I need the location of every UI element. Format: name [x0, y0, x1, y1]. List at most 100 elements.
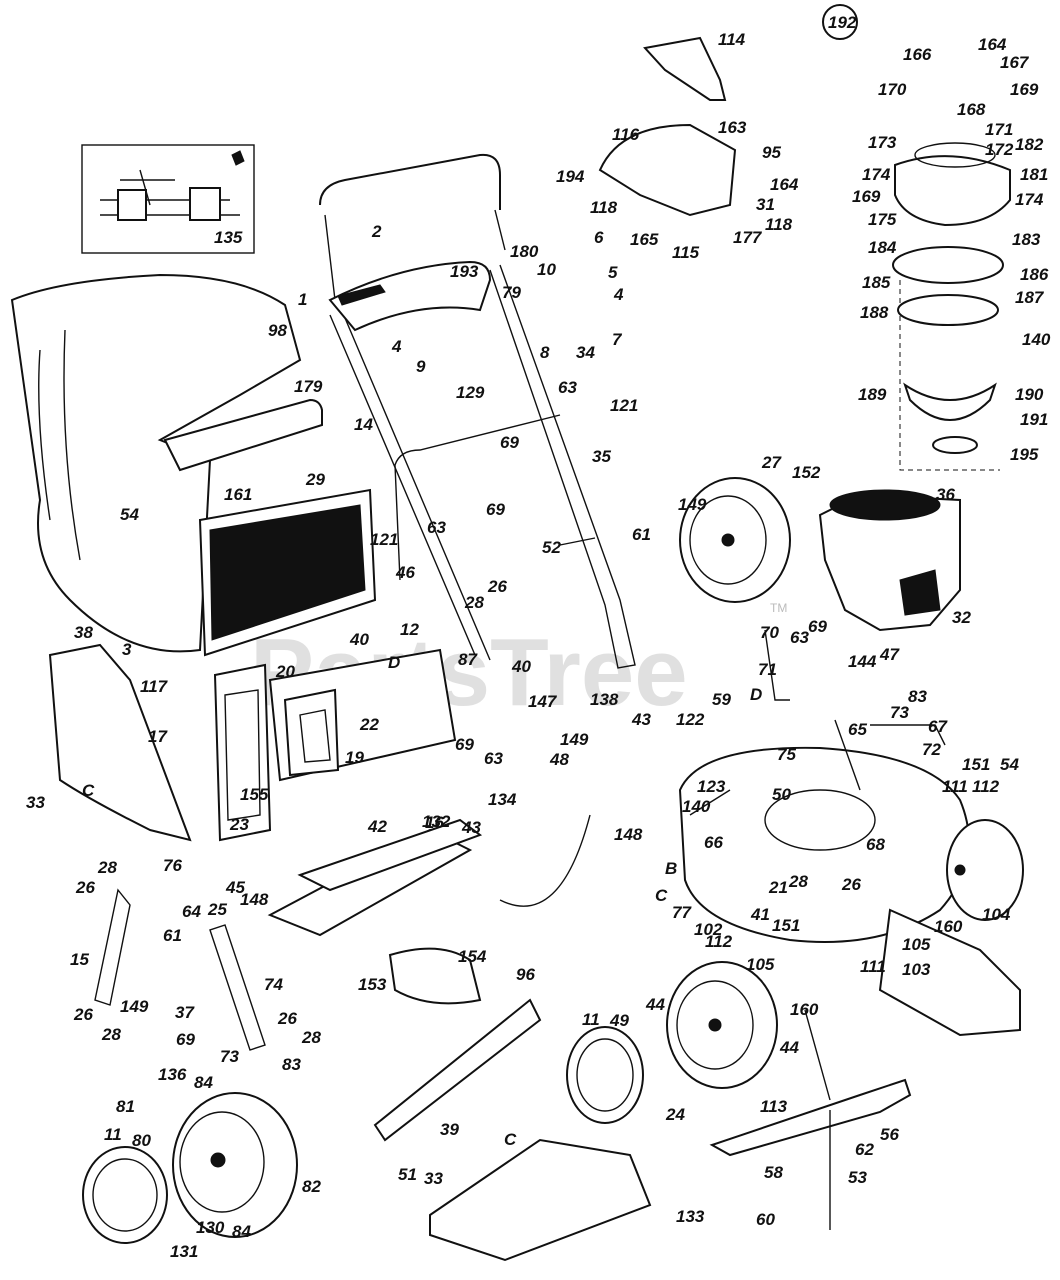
callout-95: 95: [762, 143, 781, 162]
callout-166: 166: [903, 45, 932, 64]
callout-59: 59: [712, 690, 731, 709]
callout-153: 153: [358, 975, 387, 994]
callout-4a: 4: [613, 285, 624, 304]
callout-169b: 169: [852, 187, 881, 206]
callout-190: 190: [1015, 385, 1044, 404]
callout-160a: 160: [934, 917, 963, 936]
callout-34: 34: [576, 343, 595, 362]
callout-117: 117: [140, 677, 169, 696]
callout-42: 42: [367, 817, 387, 836]
callout-188: 188: [860, 303, 889, 322]
callout-177: 177: [733, 228, 763, 247]
callout-31: 31: [756, 195, 775, 214]
callout-3: 3: [122, 640, 132, 659]
callout-67: 67: [928, 717, 948, 736]
callout-58: 58: [764, 1163, 783, 1182]
callout-123: 123: [697, 777, 726, 796]
callout-66: 66: [704, 833, 723, 852]
callout-192: 192: [828, 13, 857, 32]
callout-63d: 63: [484, 749, 503, 768]
callout-23: 23: [229, 815, 249, 834]
callout-183: 183: [1012, 230, 1041, 249]
callout-44a: 44: [645, 995, 665, 1014]
callout-149a: 149: [678, 495, 707, 514]
callout-136: 136: [158, 1065, 187, 1084]
callout-40a: 40: [349, 630, 369, 649]
callout-69d: 69: [455, 735, 474, 754]
callout-130: 130: [196, 1218, 225, 1237]
callout-45: 45: [225, 878, 245, 897]
callout-148a: 148: [614, 825, 643, 844]
callout-69c: 69: [808, 617, 827, 636]
callout-115: 115: [672, 243, 700, 262]
callout-46: 46: [395, 563, 415, 582]
callout-148b: 148: [240, 890, 269, 909]
callout-103: 103: [902, 960, 931, 979]
callout-80: 80: [132, 1131, 151, 1150]
callout-191: 191: [1020, 410, 1048, 429]
callout-132: 132: [422, 812, 451, 831]
callout-164a: 164: [978, 35, 1007, 54]
callout-161: 161: [224, 485, 252, 504]
callout-83b: 83: [282, 1055, 301, 1074]
callout-26b: 26: [841, 875, 861, 894]
callout-167: 167: [1000, 53, 1030, 72]
callout-10: 10: [537, 260, 556, 279]
control-panel: [328, 260, 492, 332]
blade: [709, 1078, 912, 1157]
callout-9: 9: [416, 357, 426, 376]
callout-105b: 105: [746, 955, 775, 974]
callout-116: 116: [612, 125, 640, 144]
callout-149b: 149: [560, 730, 589, 749]
callout-C2: C: [655, 886, 668, 905]
callout-144: 144: [848, 652, 877, 671]
callout-195: 195: [1010, 445, 1039, 464]
callout-73b: 73: [220, 1047, 239, 1066]
callout-179: 179: [294, 377, 323, 396]
callout-174a: 174: [862, 165, 891, 184]
grip-114: [598, 36, 737, 217]
callout-51: 51: [398, 1165, 417, 1184]
callout-69a: 69: [500, 433, 519, 452]
callout-56: 56: [880, 1125, 899, 1144]
callout-11b: 11: [104, 1125, 122, 1144]
callout-181: 181: [1020, 165, 1048, 184]
callout-182: 182: [1015, 135, 1044, 154]
grass-bag: [10, 273, 302, 653]
callout-184: 184: [868, 238, 897, 257]
engine: [818, 489, 961, 632]
callout-84a: 84: [194, 1073, 213, 1092]
callout-71: 71: [758, 660, 777, 679]
callout-22: 22: [359, 715, 379, 734]
callout-C3: C: [504, 1130, 517, 1149]
callout-33b: 33: [424, 1169, 443, 1188]
callout-D1: D: [388, 653, 400, 672]
callout-5: 5: [608, 263, 618, 282]
callout-43a: 43: [631, 710, 651, 729]
callout-63a: 63: [558, 378, 577, 397]
callout-62: 62: [855, 1140, 874, 1159]
hubcap-center: [566, 1026, 644, 1124]
callout-26a: 26: [487, 577, 507, 596]
callout-193: 193: [450, 262, 479, 281]
callout-169a: 169: [1010, 80, 1039, 99]
callout-131: 131: [170, 1242, 198, 1261]
callout-33a: 33: [26, 793, 45, 812]
callout-54a: 54: [120, 505, 139, 524]
callout-20: 20: [275, 662, 295, 681]
callout-114: 114: [718, 30, 746, 49]
callout-135: 135: [214, 228, 243, 247]
callout-81: 81: [116, 1097, 135, 1116]
callout-173: 173: [868, 133, 897, 152]
callout-79: 79: [502, 283, 521, 302]
callout-12: 12: [400, 620, 419, 639]
inset-135: [81, 144, 255, 254]
callout-118b: 118: [765, 215, 793, 234]
callout-140a: 140: [1022, 330, 1051, 349]
callout-50: 50: [772, 785, 791, 804]
callout-68: 68: [866, 835, 885, 854]
callout-118a: 118: [590, 198, 618, 217]
callout-170: 170: [878, 80, 907, 99]
callout-14: 14: [354, 415, 373, 434]
callout-41: 41: [750, 905, 770, 924]
